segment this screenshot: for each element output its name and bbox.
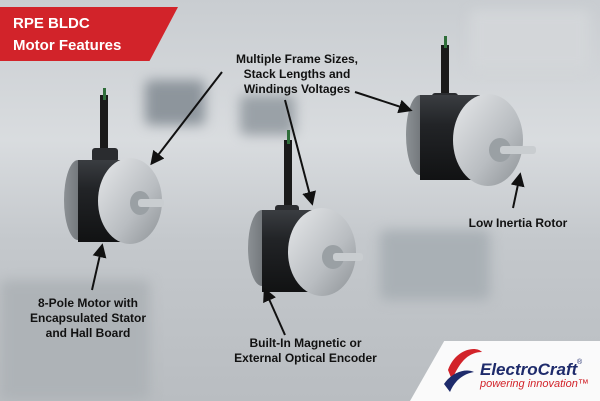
logo-registered-mark: ® [577,359,583,366]
banner-title-line2: Motor Features [13,37,122,54]
arrow-frame-to-right [354,91,413,114]
motor-center [248,130,363,296]
logo-backdrop [410,341,600,401]
logo-name: ElectroCraft [480,360,578,379]
arrow-frame-to-center [284,99,316,206]
motor-left [64,88,164,244]
label-encoder: Built-In Magnetic or External Optical En… [234,336,377,365]
arrow-low-inertia [510,172,525,209]
label-eight-pole: 8-Pole Motor with Encapsulated Stator an… [29,296,147,340]
feature-banner: RPE BLDC Motor Features [0,7,178,61]
motor-right [406,36,536,186]
arrow-frame-to-left [150,71,223,166]
banner-title-line1: RPE BLDC [13,15,90,32]
logo-tagline: powering innovation™ [480,378,589,390]
background-window [145,80,205,125]
label-frame-sizes: Multiple Frame Sizes, Stack Lengths and … [235,52,359,96]
arrow-encoder [263,287,286,336]
background-machine [0,280,150,400]
arrow-eight-pole [91,243,107,291]
background-machine [380,230,490,300]
label-low-inertia: Low Inertia Rotor [468,216,568,230]
background-panel [470,10,590,70]
